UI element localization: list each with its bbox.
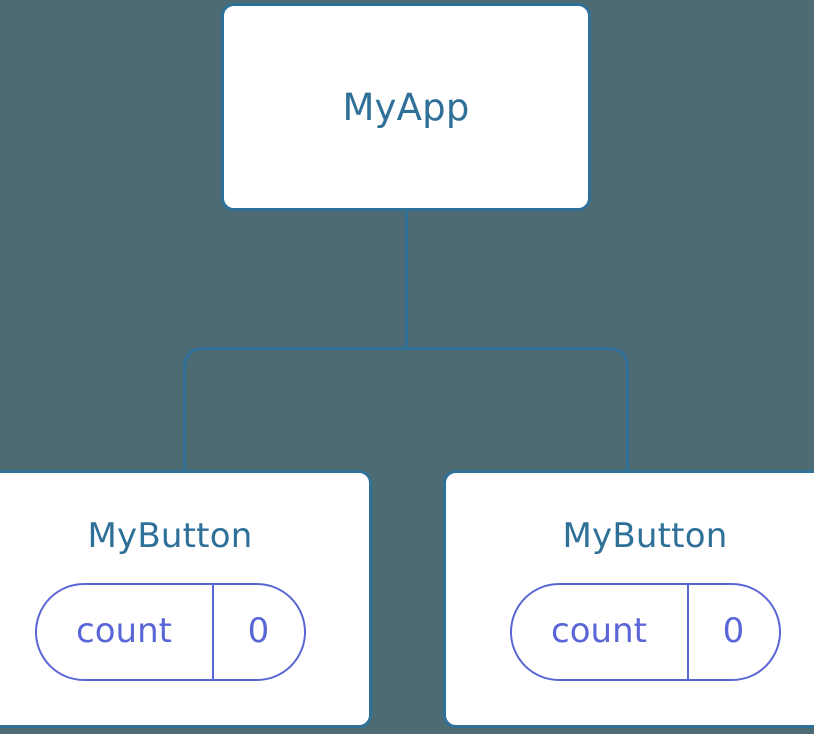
node-mybutton-1[interactable]: MyButton count 0: [0, 470, 372, 728]
node-mybutton-1-label: MyButton: [87, 516, 253, 556]
state-pill-count-2[interactable]: count 0: [509, 583, 781, 681]
state-pill-divider: [686, 585, 689, 679]
state-pill-count-1[interactable]: count 0: [34, 583, 306, 681]
node-mybutton-2[interactable]: MyButton count 0: [443, 470, 814, 728]
connector-branch-left: [183, 347, 407, 472]
node-myapp[interactable]: MyApp: [221, 3, 591, 211]
state-key-label: count: [76, 611, 172, 651]
state-value-label: 0: [247, 611, 270, 651]
node-mybutton-2-label: MyButton: [562, 516, 728, 556]
node-myapp-label: MyApp: [342, 85, 470, 129]
state-pill-divider: [211, 585, 214, 679]
state-value-label: 0: [722, 611, 745, 651]
state-key-label: count: [551, 611, 647, 651]
connector-branch-right: [406, 347, 629, 472]
